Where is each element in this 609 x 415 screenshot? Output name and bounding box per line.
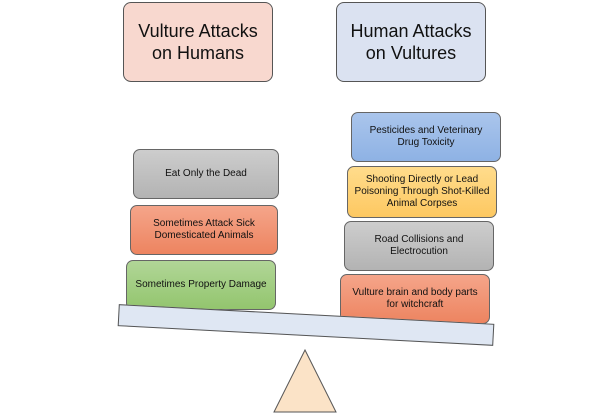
right-header: Human Attacks on Vultures <box>336 2 486 82</box>
fulcrum-triangle <box>273 348 337 413</box>
left-item-property-damage: Sometimes Property Damage <box>126 260 276 310</box>
right-item-road-collisions: Road Collisions and Electrocution <box>344 221 494 271</box>
right-item-witchcraft: Vulture brain and body parts for witchcr… <box>340 274 490 324</box>
right-item-shooting-lead: Shooting Directly or Lead Poisoning Thro… <box>347 166 497 218</box>
left-item-attack-sick-animals: Sometimes Attack Sick Domesticated Anima… <box>130 205 278 255</box>
right-item-pesticides: Pesticides and Veterinary Drug Toxicity <box>351 112 501 162</box>
left-item-eat-only-dead: Eat Only the Dead <box>133 149 279 199</box>
left-header: Vulture Attacks on Humans <box>123 2 273 82</box>
